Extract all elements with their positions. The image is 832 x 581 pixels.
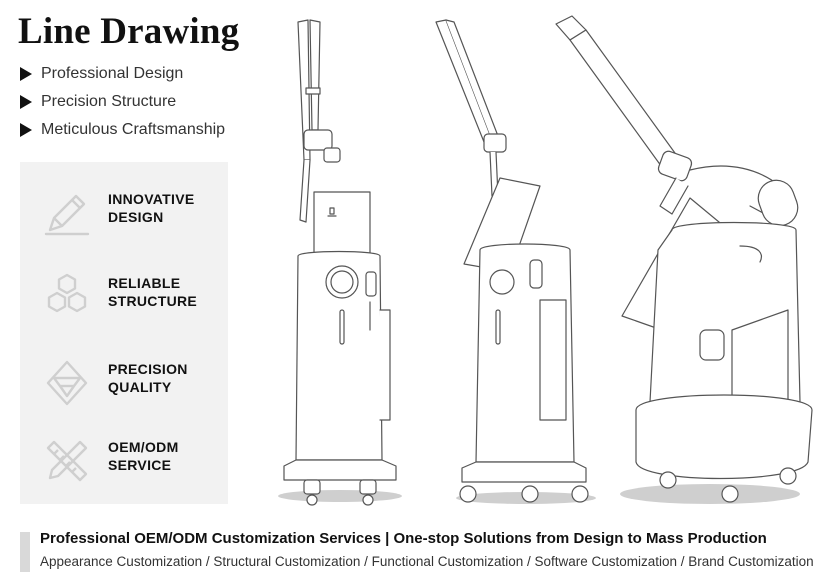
machine-line-drawings bbox=[278, 15, 813, 506]
bullet-item: Meticulous Craftsmanship bbox=[20, 116, 225, 144]
feature-panel: INNOVATIVE DESIGN RELIABLE STRUCTURE PRE… bbox=[20, 162, 228, 504]
bullet-label: Professional Design bbox=[41, 65, 184, 82]
feature-label: PRECISION QUALITY bbox=[108, 361, 188, 395]
feature-label: INNOVATIVE DESIGN bbox=[108, 191, 195, 225]
machine-front-view bbox=[278, 19, 402, 506]
machine-perspective-view bbox=[555, 15, 813, 504]
feature-precision-quality: PRECISION QUALITY bbox=[20, 346, 228, 416]
feature-label: OEM/ODM SERVICE bbox=[108, 439, 179, 473]
triangle-bullet-icon bbox=[20, 95, 32, 109]
ruler-pencil-icon bbox=[46, 440, 88, 482]
footer-services-list: Appearance Customization / Structural Cu… bbox=[40, 554, 814, 569]
feature-oem-odm-service: OEM/ODM SERVICE bbox=[20, 424, 228, 494]
pencil-icon bbox=[44, 194, 90, 236]
feature-innovative-design: INNOVATIVE DESIGN bbox=[20, 176, 228, 246]
page-title: Line Drawing bbox=[18, 11, 240, 52]
bullet-list: Professional Design Precision Structure … bbox=[20, 60, 225, 144]
triangle-bullet-icon bbox=[20, 67, 32, 81]
diamond-icon bbox=[46, 360, 88, 406]
bullet-label: Meticulous Craftsmanship bbox=[41, 121, 226, 138]
triangle-bullet-icon bbox=[20, 123, 32, 137]
bullet-item: Precision Structure bbox=[20, 88, 225, 116]
machine-side-view bbox=[435, 19, 596, 504]
hexagon-cluster-icon bbox=[47, 273, 87, 313]
footer-headline: Professional OEM/ODM Customization Servi… bbox=[40, 530, 767, 547]
feature-label: RELIABLE STRUCTURE bbox=[108, 275, 198, 309]
bullet-item: Professional Design bbox=[20, 60, 225, 88]
bullet-label: Precision Structure bbox=[41, 93, 177, 110]
footer-accent-bar bbox=[20, 532, 30, 572]
feature-reliable-structure: RELIABLE STRUCTURE bbox=[20, 260, 228, 330]
